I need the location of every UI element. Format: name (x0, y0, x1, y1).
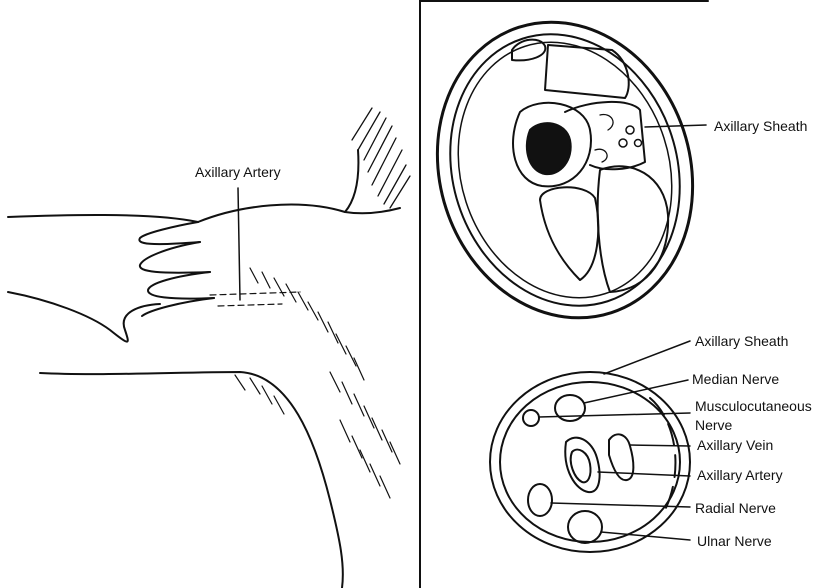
axillary-sheath-cross-section (489, 340, 691, 553)
median-nerve-label: Median Nerve (692, 371, 780, 387)
arm-and-axilla-drawing (7, 149, 401, 588)
arm-cross-section (435, 20, 707, 320)
axillary-vein-label: Axillary Vein (697, 437, 774, 453)
axillary-artery-label-left: Axillary Artery (195, 164, 281, 180)
ulnar-nerve-label: Ulnar Nerve (697, 533, 772, 549)
shoulder-hatching (351, 107, 411, 209)
axillary-sheath-label-top: Axillary Sheath (714, 118, 808, 134)
axillary-sheath-label: Axillary Sheath (695, 333, 789, 349)
chest-hatching (234, 267, 401, 499)
radial-nerve-label: Radial Nerve (695, 500, 776, 516)
axillary-artery-label: Axillary Artery (697, 467, 783, 483)
musculocutaneous-nerve-label: Musculocutaneous Nerve (695, 398, 812, 433)
